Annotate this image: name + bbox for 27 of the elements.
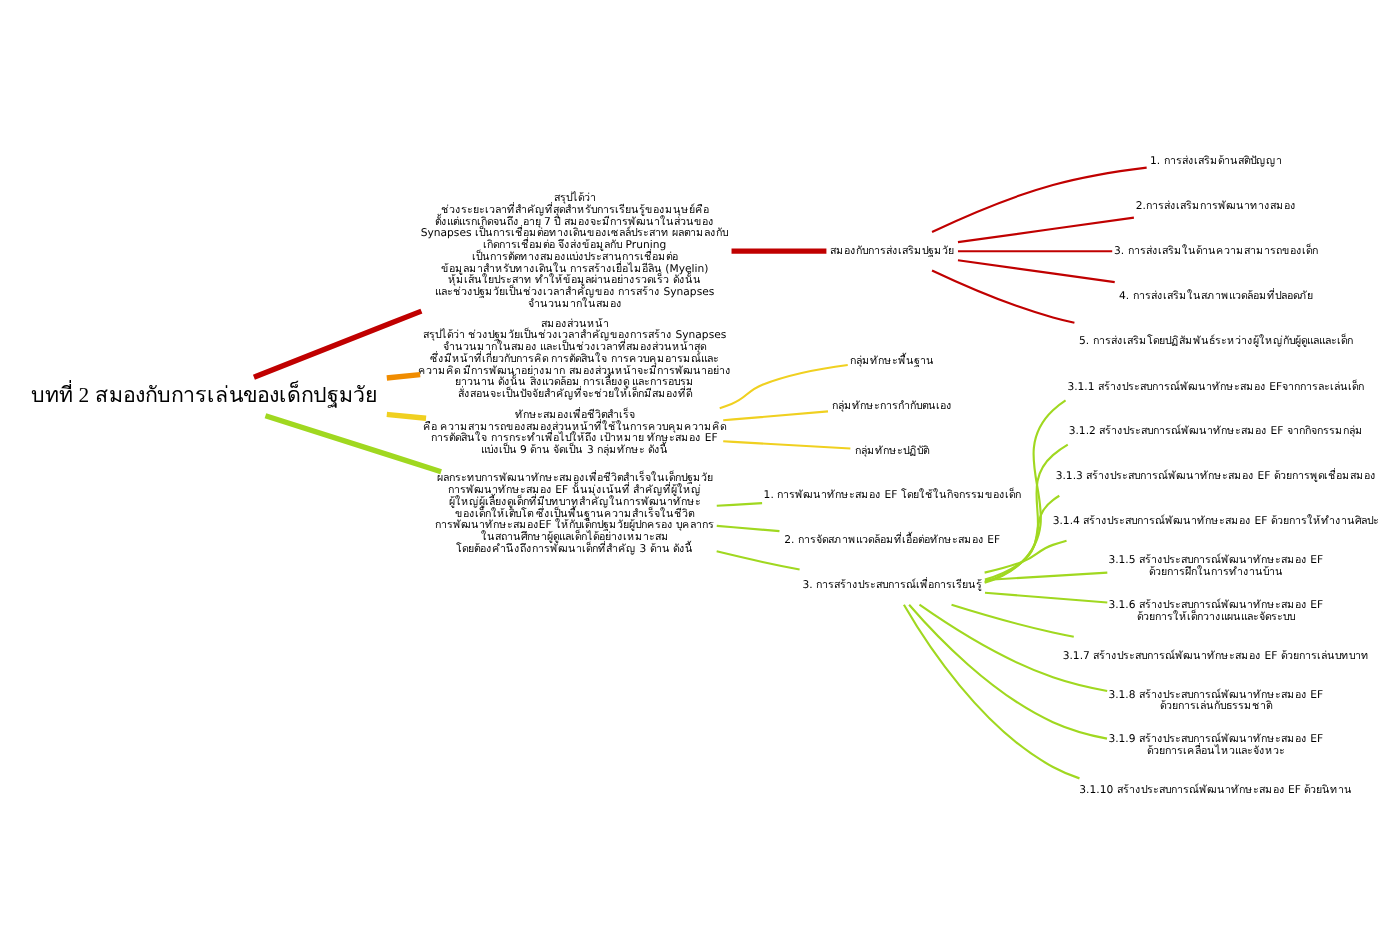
connector <box>984 442 1069 582</box>
connector <box>908 603 1108 739</box>
node-text: บทที่ 2 สมองกับการเล่นของเด็กปฐมวัย <box>31 382 377 407</box>
connector <box>716 501 763 506</box>
connector <box>957 249 1113 252</box>
connector <box>716 523 780 532</box>
connector <box>252 307 423 379</box>
connector <box>984 398 1067 583</box>
connector <box>931 268 1075 323</box>
connector <box>957 258 1115 283</box>
connector <box>957 215 1135 243</box>
connector <box>731 247 827 253</box>
connector <box>918 602 1108 692</box>
connector <box>984 590 1108 603</box>
connector <box>903 603 1080 779</box>
connector <box>984 538 1067 573</box>
connector <box>719 362 848 409</box>
connector <box>723 439 851 449</box>
connector <box>386 370 421 380</box>
connector <box>931 165 1147 232</box>
connector <box>264 412 442 474</box>
connector <box>386 410 427 420</box>
connector <box>723 409 829 421</box>
connector <box>951 602 1074 637</box>
connector <box>984 493 1060 580</box>
connector <box>716 549 800 570</box>
connector <box>984 570 1108 581</box>
